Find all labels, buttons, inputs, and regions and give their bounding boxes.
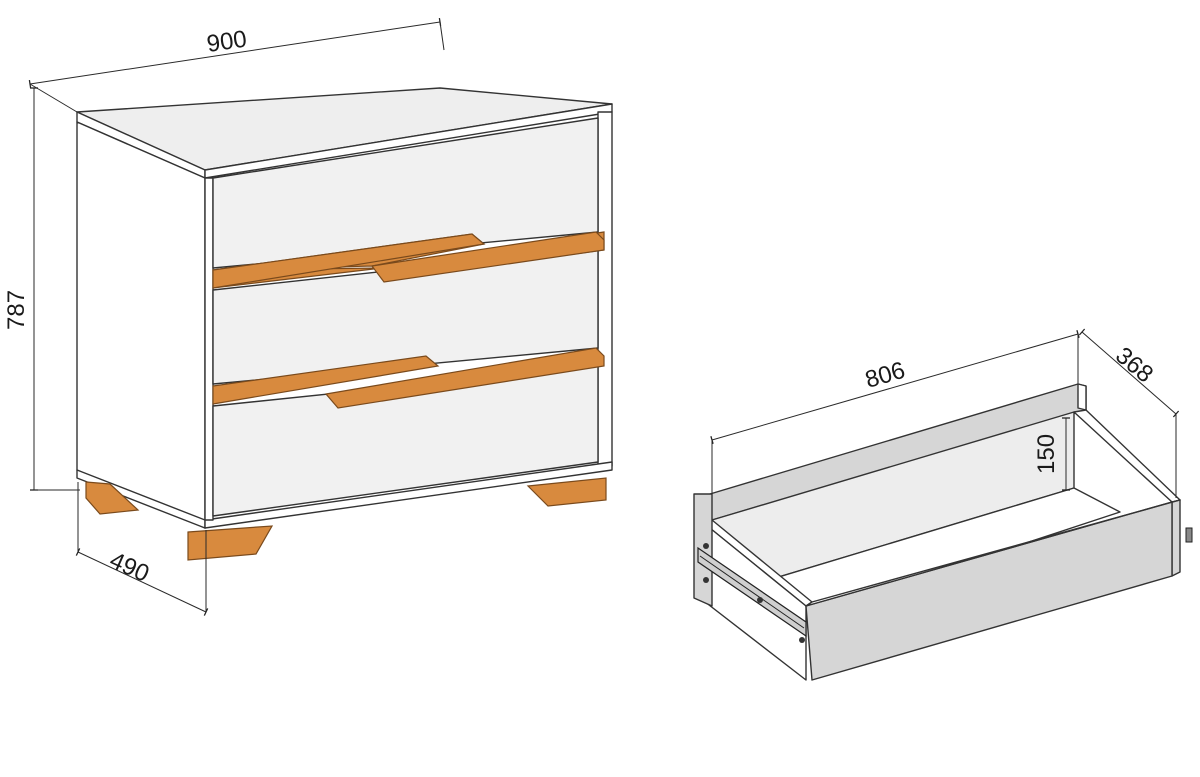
leg-front-right — [526, 477, 607, 507]
handle-bottom[interactable] — [212, 347, 605, 409]
dimension-drawer-depth: 368 — [1078, 328, 1180, 498]
chest-side-panel — [76, 121, 206, 529]
drawer-slide-rail — [697, 527, 1193, 643]
drawer-box — [693, 383, 1193, 681]
dimension-drawer-height: 150 — [1033, 417, 1070, 491]
dimension-depth-label: 490 — [106, 547, 154, 588]
drawer-front-top[interactable] — [212, 117, 599, 269]
leg-front-left — [187, 525, 274, 561]
dimension-height: 787 — [3, 87, 80, 491]
chest-of-drawers — [76, 87, 613, 561]
dimension-width-label: 900 — [205, 26, 248, 58]
dimension-drawer-length-label: 806 — [862, 357, 908, 394]
handle-top[interactable] — [212, 231, 605, 289]
dimension-drawer-length: 806 — [710, 329, 1080, 494]
dimension-height-label: 787 — [3, 290, 30, 330]
dimension-drawer-depth-label: 368 — [1110, 342, 1158, 388]
dimension-drawer-height-label: 150 — [1033, 434, 1060, 474]
leg-back-left — [85, 481, 140, 515]
